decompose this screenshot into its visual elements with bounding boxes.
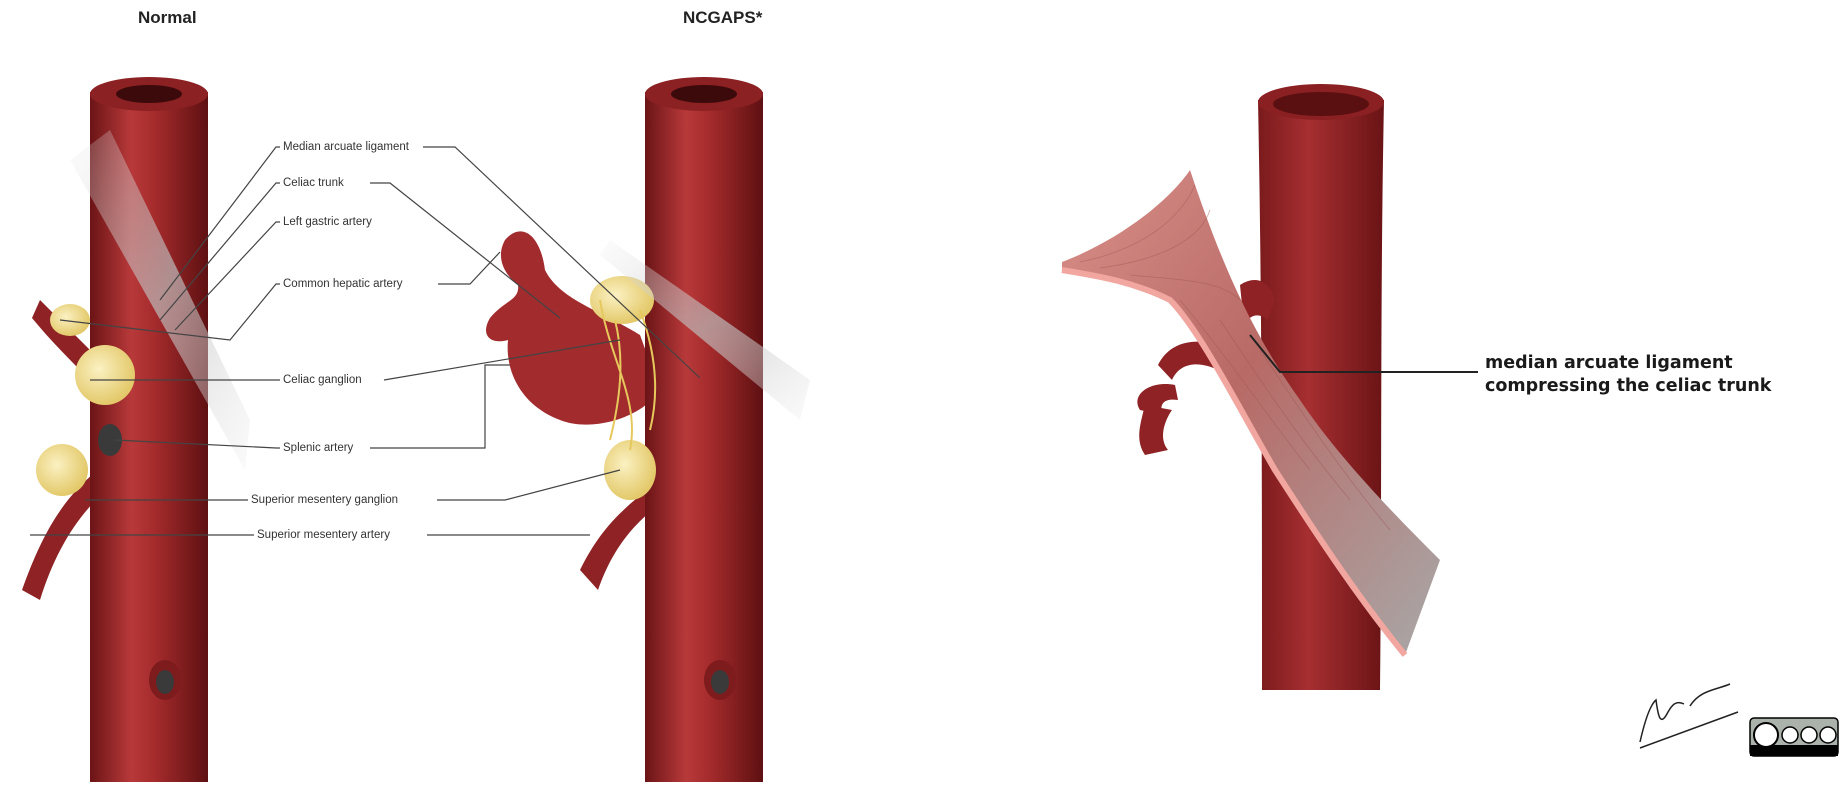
title-ncgaps: NCGAPS* <box>683 8 762 28</box>
license-badge <box>1750 718 1838 756</box>
label-common-hepatic-artery: Common hepatic artery <box>283 277 403 291</box>
label-median-arcuate-ligament: Median arcuate ligament <box>283 140 409 154</box>
signature-scribble <box>1640 684 1738 748</box>
normal-diagram <box>22 77 250 782</box>
normal-lower-branch-lumen <box>156 670 174 694</box>
label-celiac-ganglion: Celiac ganglion <box>283 373 362 387</box>
leader-splenic-right <box>370 365 510 448</box>
ncgaps-aorta-lumen <box>671 85 737 103</box>
title-normal: Normal <box>138 8 197 28</box>
leader-common-hepatic-right <box>438 252 500 284</box>
right-hepatic-stub <box>1139 405 1172 455</box>
ncgaps-lower-branch-lumen <box>711 670 729 694</box>
label-superior-mesentery-artery: Superior mesentery artery <box>257 528 390 542</box>
normal-celiac-ganglion <box>75 345 135 405</box>
label-superior-mesentery-ganglion: Superior mesentery ganglion <box>251 493 398 507</box>
leader-sm-ganglion-right <box>437 470 620 500</box>
right-aorta-lumen <box>1273 92 1369 116</box>
label-splenic-artery: Splenic artery <box>283 441 353 455</box>
ncgaps-aorta <box>645 92 763 782</box>
ncgaps-diagram <box>486 77 810 782</box>
annotation-compression: median arcuate ligament compressing the … <box>1485 352 1771 398</box>
annotation-line-2: compressing the celiac trunk <box>1485 375 1771 398</box>
annotation-line-1: median arcuate ligament <box>1485 352 1771 375</box>
normal-sm-ganglion <box>36 444 88 496</box>
label-celiac-trunk: Celiac trunk <box>283 176 344 190</box>
compression-diagram <box>1062 84 1478 690</box>
normal-celiac-ganglion-2 <box>50 304 90 336</box>
label-left-gastric-artery: Left gastric artery <box>283 215 372 229</box>
signature-mark <box>1640 684 1738 748</box>
normal-aorta-lumen <box>116 85 182 103</box>
right-median-arcuate-ligament <box>1062 170 1440 655</box>
